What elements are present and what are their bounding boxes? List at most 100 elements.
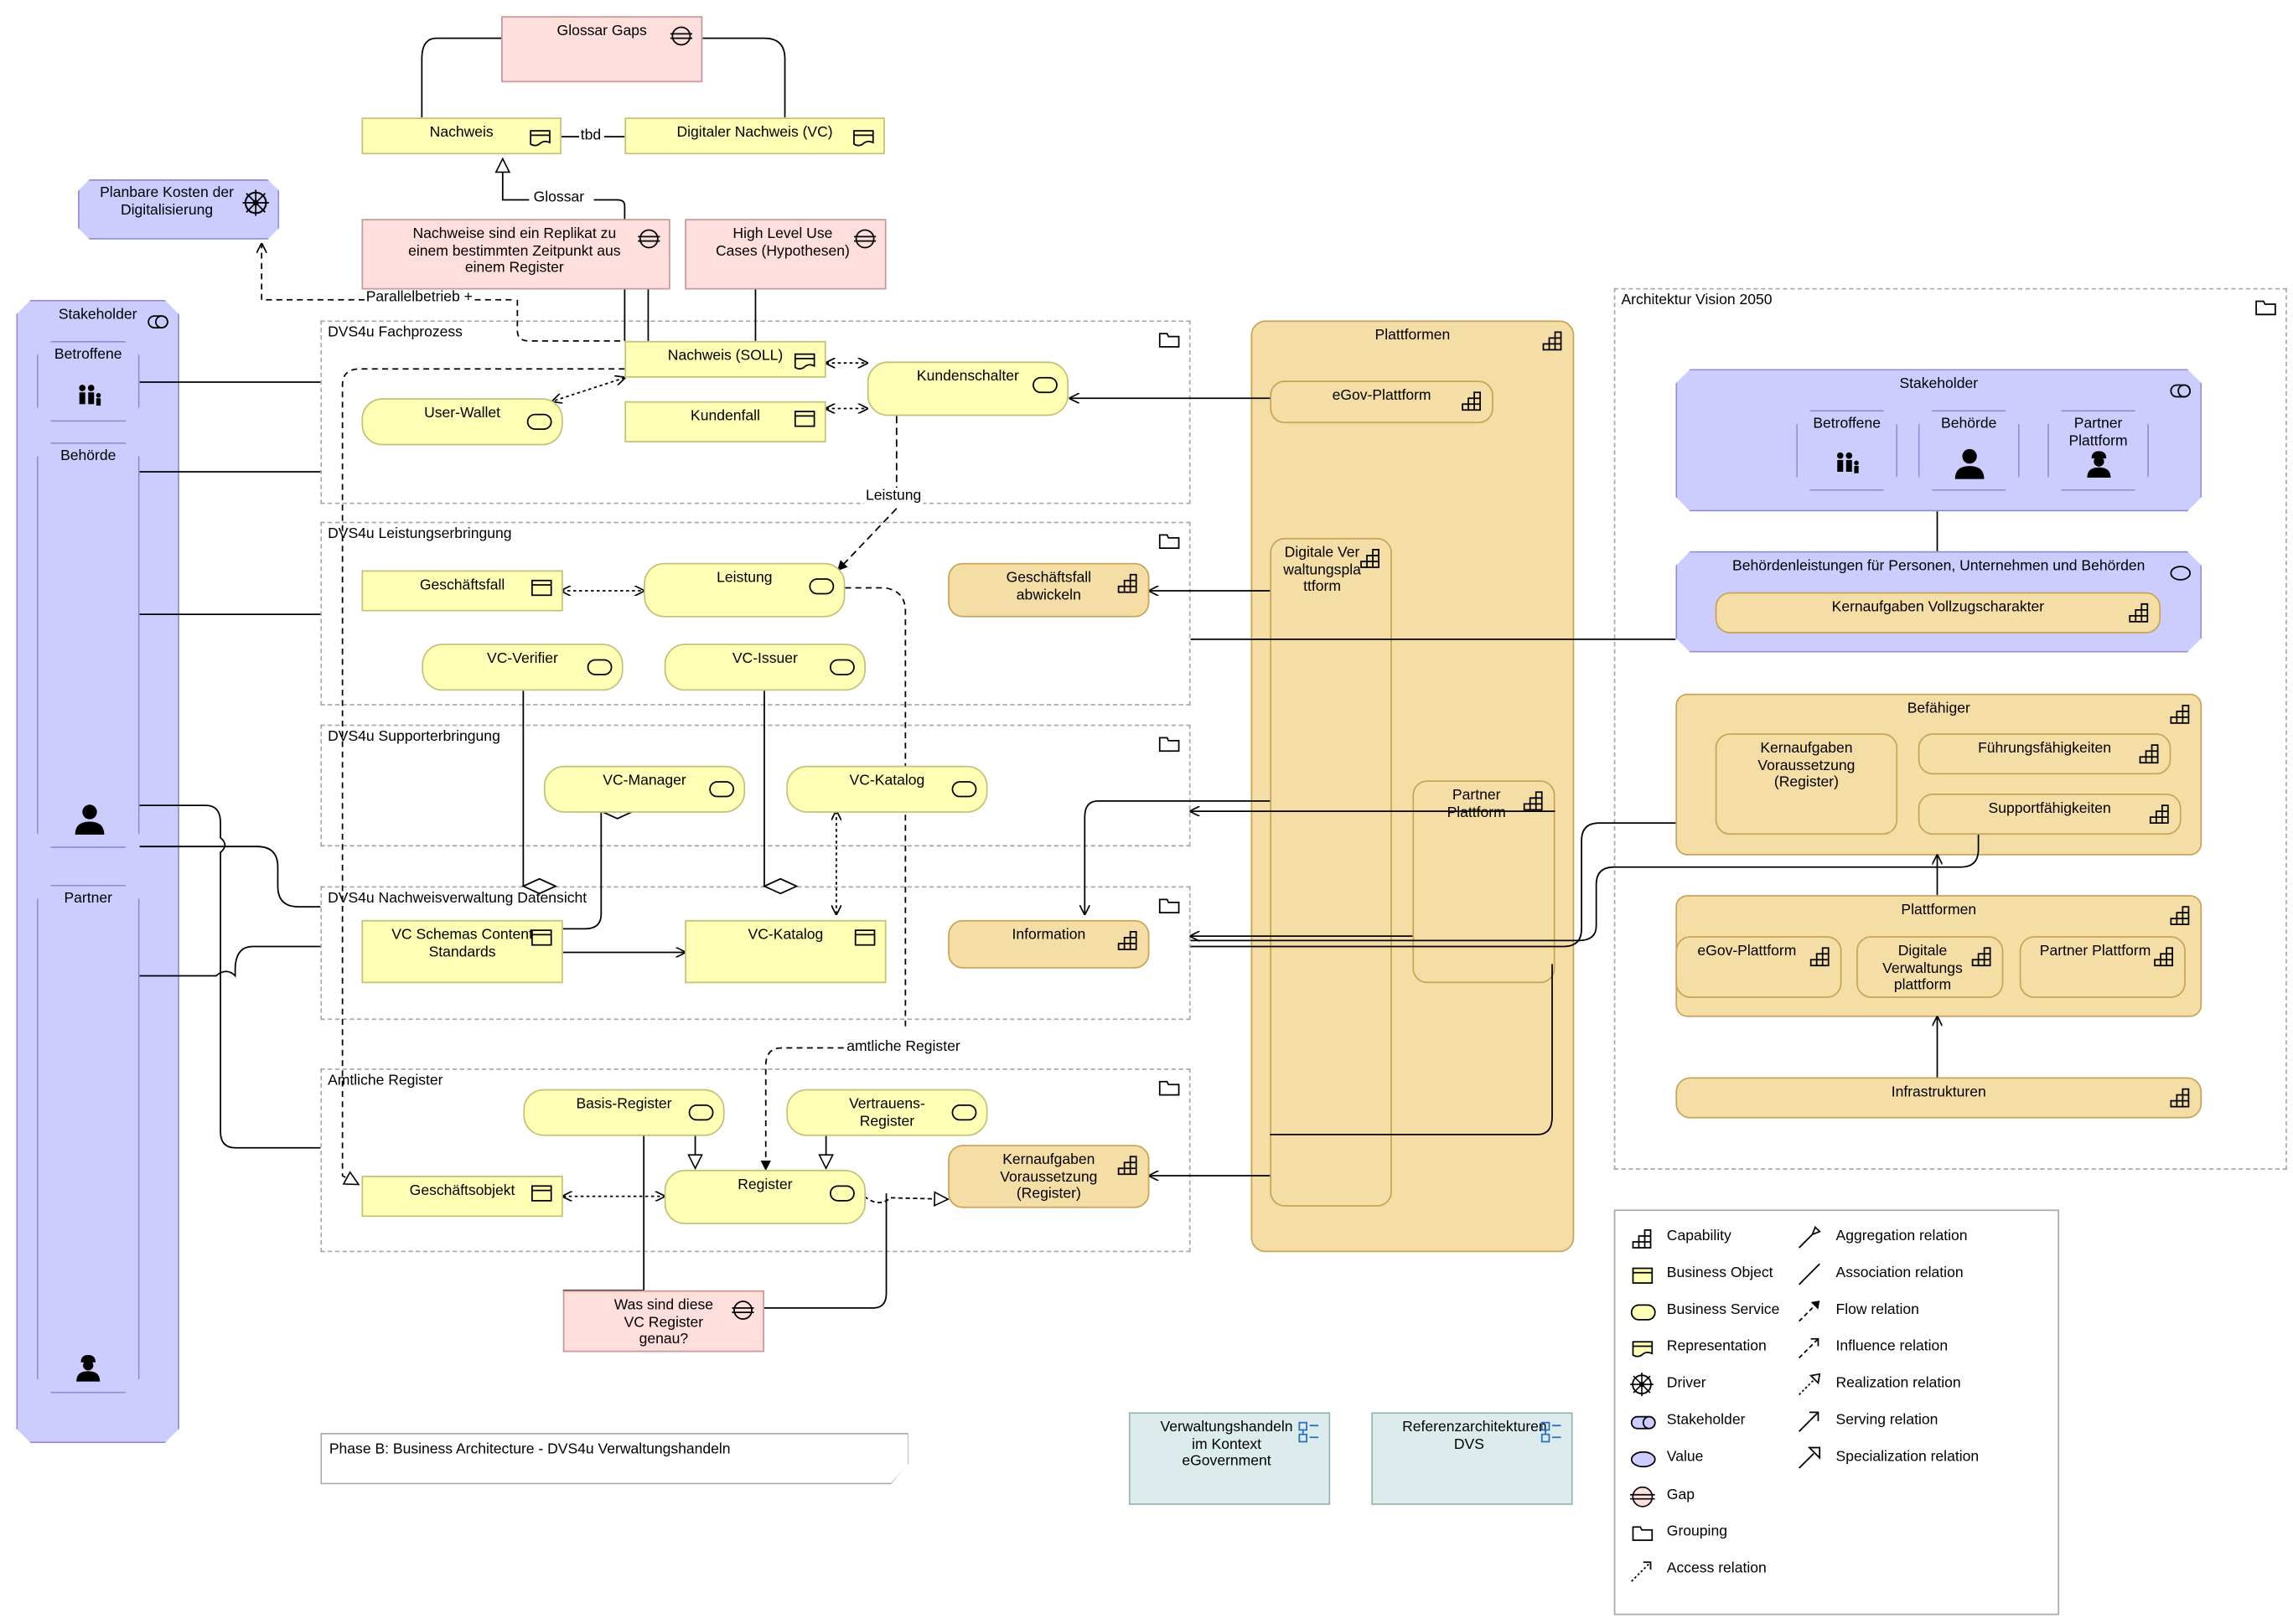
group-leistung[interactable]: DVS4u Leistungserbringung (320, 521, 1191, 706)
note-verwaltungshandeln-label: Verwaltungshandeln im Kontext eGovernmen… (1160, 1420, 1293, 1470)
label-amtliche-register: amtliche Register (845, 1038, 962, 1056)
note-referenzarchitekturen-label: Referenzarchitekturen DVS (1402, 1420, 1547, 1453)
platform-digital[interactable]: Digitale Verwaltungsplattform (1270, 537, 1392, 1207)
vision-partner[interactable]: Partner Plattform (2047, 410, 2149, 490)
object-geschaeftsobjekt[interactable]: Geschäftsobjekt (361, 1176, 563, 1218)
capability-icon (1117, 573, 1137, 593)
vision-partner-platform[interactable]: Partner Plattform (2019, 936, 2186, 998)
business-service-icon (1033, 376, 1058, 394)
vision-kernaufgaben-vollzug[interactable]: Kernaufgaben Vollzugscharakter (1715, 592, 2161, 634)
platform-container-title: Plattformen (1374, 328, 1451, 344)
diagram-reference-icon (1540, 1421, 1561, 1443)
object-vc-schemas[interactable]: VC Schemas Content Standards (361, 919, 563, 984)
vision-egov-label: eGov-Plattform (1697, 943, 1797, 960)
family-icon (75, 382, 104, 411)
gap-glossar-label: Glossar Gaps (556, 23, 647, 40)
representation-icon (530, 130, 551, 147)
object-kundenfall[interactable]: Kundenfall (624, 401, 826, 442)
vision-behoerdenleistungen-label: Behördenleistungen für Personen, Unterne… (1732, 558, 2145, 575)
stakeholder-icon (147, 313, 168, 331)
service-vc-katalog[interactable]: VC-Katalog (786, 765, 988, 813)
platform-egov[interactable]: eGov-Plattform (1270, 380, 1493, 424)
object-geschaeftsfall[interactable]: Geschäftsfall (361, 570, 563, 612)
gap-use-cases[interactable]: High Level Use Cases (Hypothesen) (685, 219, 887, 290)
business-object-icon (531, 1185, 552, 1202)
note-verwaltungshandeln[interactable]: Verwaltungshandeln im Kontext eGovernmen… (1128, 1412, 1331, 1505)
group-support[interactable]: DVS4u Supporterbringung (320, 724, 1191, 847)
legend-association-relation: Association relation (1835, 1265, 1964, 1282)
group-register[interactable]: Amtliche Register (320, 1068, 1191, 1253)
vision-digital[interactable]: Digitale Verwaltungs plattform (1856, 936, 2004, 998)
service-basis-register[interactable]: Basis-Register (523, 1089, 725, 1136)
service-leistung[interactable]: Leistung (644, 562, 846, 618)
vision-befaehiger-label: Befähiger (1907, 701, 1970, 717)
note-referenzarchitekturen[interactable]: Referenzarchitekturen DVS (1371, 1412, 1573, 1505)
vision-support[interactable]: Supportfähigkeiten (1918, 794, 2182, 835)
family-icon (1833, 450, 1862, 479)
representation-digitaler-nachweis[interactable]: Digitaler Nachweis (VC) (624, 117, 885, 155)
capability-icon (2154, 947, 2173, 967)
vision-behoerde[interactable]: Behörde (1918, 410, 2020, 490)
service-register-label: Register (738, 1177, 793, 1194)
driver-icon (1629, 1373, 1654, 1397)
representation-nachweis[interactable]: Nachweis (361, 117, 562, 155)
service-leistung-label: Leistung (717, 570, 773, 587)
representation-nachweis-soll[interactable]: Nachweis (SOLL) (624, 340, 826, 378)
vision-fuehrung[interactable]: Führungsfähigkeiten (1918, 733, 2171, 775)
business-object-icon (531, 929, 552, 946)
capability-kernaufgaben-register[interactable]: Kernaufgaben Voraussetzung (Register) (948, 1145, 1150, 1208)
diagram-reference-icon (1298, 1421, 1319, 1443)
business-service-icon (809, 578, 835, 595)
legend-grouping: Grouping (1666, 1523, 1727, 1540)
gap-vc-register[interactable]: Was sind diese VC Register genau? (562, 1290, 764, 1352)
legend-specialization-relation: Specialization relation (1835, 1449, 1980, 1466)
gap-icon (670, 26, 693, 46)
vision-egov[interactable]: eGov-Plattform (1675, 936, 1842, 998)
group-nachweis[interactable]: DVS4u Nachweisverwaltung Datensicht (320, 886, 1191, 1021)
object-vc-schemas-label: VC Schemas Content Standards (391, 927, 533, 961)
business-object-icon (531, 579, 552, 597)
representation-nachweis-label: Nachweis (429, 125, 494, 142)
stakeholder-behoerde[interactable]: Behörde (37, 442, 140, 848)
driver-planbare-kosten-label: Planbare Kosten der Digitalisierung (100, 184, 234, 219)
service-vc-verifier[interactable]: VC-Verifier (422, 644, 624, 691)
grouping-icon (1632, 1526, 1654, 1541)
object-vc-katalog[interactable]: VC-Katalog (685, 919, 887, 984)
capability-information[interactable]: Information (948, 919, 1150, 969)
service-user-wallet[interactable]: User-Wallet (361, 398, 563, 446)
vision-betroffene-label: Betroffene (1813, 416, 1881, 432)
vision-plattformen-label: Plattformen (1901, 902, 1977, 919)
capability-icon (1542, 331, 1562, 351)
diagram-title: Phase B: Business Architecture - DVS4u V… (329, 1441, 731, 1458)
service-register[interactable]: Register (664, 1170, 866, 1224)
capability-icon (2170, 704, 2190, 724)
gap-glossar[interactable]: Glossar Gaps (501, 16, 703, 83)
flow-relation-icon (1799, 1301, 1820, 1322)
gap-replikat[interactable]: Nachweise sind ein Replikat zu einem bes… (361, 219, 670, 290)
capability-geschaeftsfall-abwickeln[interactable]: Geschäftsfall abwickeln (948, 562, 1150, 618)
legend-access-relation: Access relation (1666, 1560, 1767, 1577)
platform-partner[interactable]: Partner Plattform (1412, 780, 1555, 984)
driver-planbare-kosten[interactable]: Planbare Kosten der Digitalisierung (78, 179, 279, 240)
capability-icon (1809, 947, 1830, 967)
business-object-icon (794, 411, 815, 427)
object-kundenfall-label: Kundenfall (691, 408, 760, 425)
service-vertrauens-register[interactable]: Vertrauens-Register (786, 1089, 988, 1136)
service-kundenschalter[interactable]: Kundenschalter (867, 361, 1069, 416)
stakeholder-partner[interactable]: Partner (37, 885, 140, 1394)
group-register-label: Amtliche Register (328, 1073, 443, 1089)
vision-betroffene[interactable]: Betroffene (1796, 410, 1897, 490)
group-vision[interactable]: Architektur Vision 2050 (1613, 287, 2287, 1171)
vision-infrastrukturen[interactable]: Infrastrukturen (1675, 1077, 2202, 1119)
stakeholder-betroffene[interactable]: Betroffene (37, 341, 140, 422)
vision-kernaufgaben-register[interactable]: Kernaufgaben Voraussetzung (Register) (1715, 733, 1898, 835)
access-relation-icon (1631, 1561, 1652, 1582)
service-vc-manager[interactable]: VC-Manager (543, 765, 746, 813)
realization-relation-icon (1799, 1373, 1821, 1395)
label-tbd: tbd (578, 127, 603, 144)
service-vc-issuer[interactable]: VC-Issuer (664, 644, 866, 691)
legend-aggregation-relation: Aggregation relation (1835, 1228, 1968, 1245)
gap-icon (732, 1301, 754, 1320)
